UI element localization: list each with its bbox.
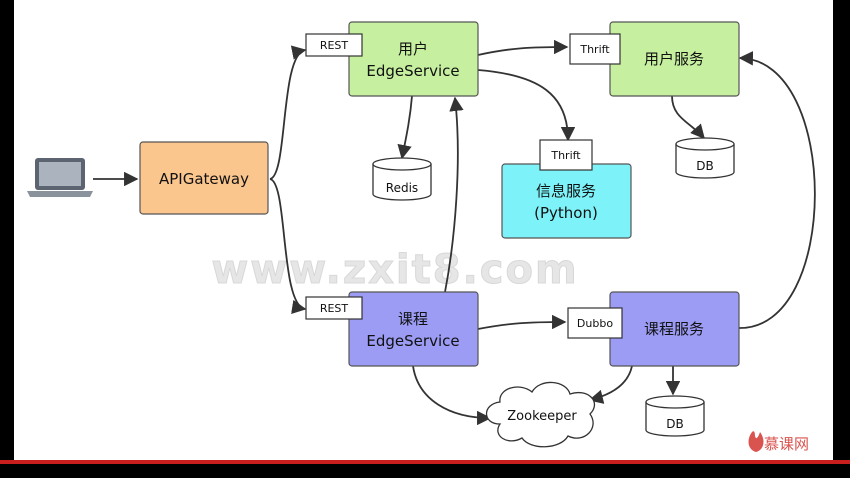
user-edge-service-node: 用户 EdgeService [348, 21, 479, 97]
course-edge-title: 课程 [398, 310, 428, 328]
edge-course-edge-user-edge [444, 96, 464, 293]
user-edge-title: 用户 [398, 40, 428, 58]
info-service-title: 信息服务 [536, 182, 596, 200]
rest-tag-bottom: REST [305, 296, 363, 320]
edge-course-service-user-service [738, 51, 816, 329]
edges [93, 39, 816, 426]
user-service-label: 用户服务 [644, 50, 704, 68]
redis-database-icon: Redis [372, 157, 432, 201]
user-db-label: DB [696, 159, 713, 173]
svg-text:Thrift: Thrift [550, 149, 581, 162]
svg-text:REST: REST [320, 39, 349, 52]
info-service-subtitle: (Python) [534, 204, 598, 222]
thrift-tag-user: Thrift [569, 33, 621, 65]
svg-text:慕课网: 慕课网 [764, 435, 809, 453]
course-edge-subtitle: EdgeService [366, 332, 459, 350]
info-service-node: 信息服务 (Python) [501, 163, 632, 239]
api-gateway-node: APIGateway [139, 141, 269, 215]
rest-tag-top: REST [305, 33, 363, 57]
course-service-node: 课程服务 [609, 291, 740, 367]
edge-course-edge-zookeeper [412, 365, 492, 426]
edge-user-edge-redis [397, 95, 413, 160]
edge-gateway-course-edge [269, 178, 307, 314]
zookeeper-cloud-icon: Zookeeper [485, 381, 596, 448]
bottom-progress-bar [0, 460, 850, 464]
course-edge-service-node: 课程 EdgeService [348, 291, 479, 367]
zookeeper-label: Zookeeper [507, 409, 577, 424]
user-edge-subtitle: EdgeService [366, 62, 459, 80]
thrift-tag-info: Thrift [539, 139, 593, 171]
imooc-logo: 慕课网 [748, 431, 809, 453]
edge-course-edge-dubbo [477, 314, 567, 330]
laptop-icon [27, 158, 93, 197]
redis-label: Redis [386, 181, 418, 195]
edge-course-service-zookeeper [588, 365, 633, 404]
api-gateway-label: APIGateway [159, 170, 249, 188]
dubbo-tag: Dubbo [567, 307, 623, 339]
course-db-label: DB [666, 417, 683, 431]
edge-user-edge-thrift [477, 39, 569, 56]
edge-user-service-db [671, 95, 705, 140]
svg-text:Dubbo: Dubbo [577, 317, 613, 330]
course-db-icon: DB [645, 395, 705, 437]
edge-user-edge-info [477, 69, 576, 142]
user-db-icon: DB [675, 137, 735, 179]
course-service-label: 课程服务 [644, 320, 704, 338]
svg-text:Thrift: Thrift [579, 43, 610, 56]
watermark: www.zxit8.com [211, 247, 578, 293]
user-service-node: 用户服务 [609, 21, 740, 97]
edge-gateway-user-edge [269, 45, 307, 180]
svg-text:REST: REST [320, 302, 349, 315]
